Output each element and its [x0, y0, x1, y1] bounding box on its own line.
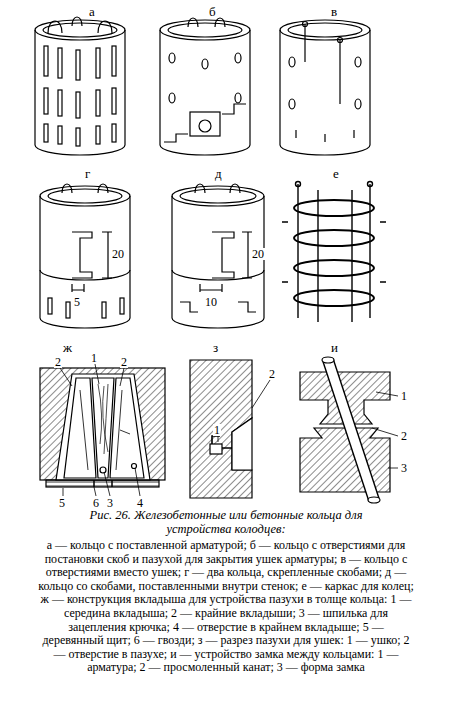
ring-with-rebar: [35, 17, 125, 155]
pocket-section: [190, 360, 270, 498]
caption-block: Рис. 26. Железобетонные или бетонные кол…: [38, 508, 414, 675]
callout-number: 1: [213, 424, 221, 436]
figure-letter: ж: [62, 342, 73, 354]
figure-title: Рис. 26. Железобетонные или бетонные кол…: [38, 508, 414, 539]
callout-number: 2: [268, 368, 276, 380]
ring-lock: [300, 357, 398, 503]
callout-number: 5: [73, 296, 81, 308]
figure-letter: з: [212, 342, 219, 354]
callout-number: 3: [106, 497, 114, 509]
ring-frame: [282, 182, 386, 323]
callout-number: 10: [204, 296, 218, 308]
figure-caption: а — кольцо с поставленной арматурой; б —…: [38, 539, 414, 675]
callout-number: 6: [92, 497, 100, 509]
callout-number: 1: [400, 390, 408, 402]
insert-construction: [40, 364, 165, 496]
callout-number: 1: [90, 352, 98, 364]
two-rings-with-staples: [40, 184, 130, 328]
figure-letter: и: [330, 342, 339, 354]
callout-number: 20: [251, 248, 265, 260]
figure-letter: б: [208, 6, 217, 18]
ring-with-inner-staples: [172, 184, 264, 328]
figure-letter: а: [88, 6, 96, 18]
ring-holes-instead-of-lugs: [280, 20, 370, 155]
figure-letter: д: [214, 168, 223, 180]
callout-number: 2: [400, 430, 408, 442]
figure-letter: г: [84, 168, 91, 180]
callout-number: 3: [400, 462, 408, 474]
callout-number: 4: [136, 497, 144, 509]
callout-number: 2: [54, 356, 62, 368]
ring-with-holes: [160, 18, 250, 155]
figure-letter: в: [330, 6, 338, 18]
callout-number: 2: [120, 356, 128, 368]
callout-number: 5: [58, 497, 66, 509]
figure-letter: е: [332, 168, 340, 180]
callout-number: 20: [111, 248, 125, 260]
